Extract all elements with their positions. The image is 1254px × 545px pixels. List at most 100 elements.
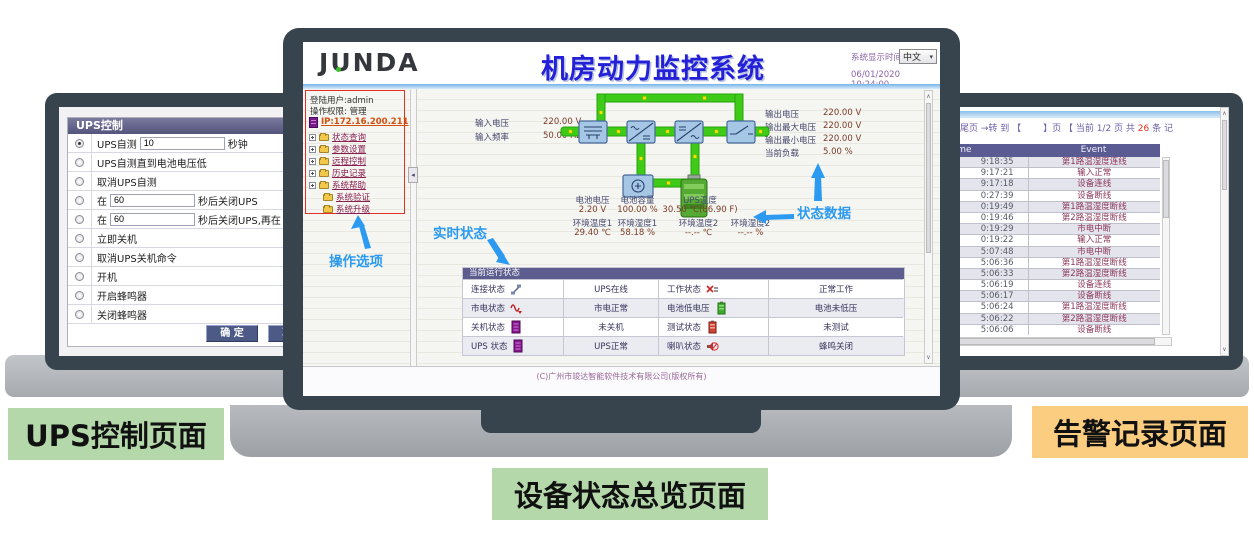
reading-label: 电池容量 <box>620 196 655 206</box>
header-divider-bar <box>303 84 940 89</box>
folder-icon <box>323 192 333 201</box>
table-row: 关机状态 未关机 测试状态 未测试 <box>463 317 904 336</box>
reading-label: 当前负载 <box>765 149 800 159</box>
sidebar-collapse-button[interactable] <box>408 167 418 183</box>
sidebar-item-system-upgrade[interactable]: 系统升级 <box>323 204 370 215</box>
radio-button[interactable] <box>75 271 84 281</box>
radio-button[interactable] <box>75 252 84 262</box>
record-count: 26 <box>1137 124 1150 134</box>
ip-address-link[interactable]: IP:172.16.200.211 <box>309 116 409 128</box>
ups-option-row[interactable]: 取消UPS关机命令 <box>68 248 312 267</box>
scrollbar-thumb[interactable] <box>1222 120 1227 190</box>
scrollbar-thumb[interactable] <box>959 338 1155 345</box>
ups-option-row[interactable]: 立即关机 <box>68 229 312 248</box>
radio-button[interactable] <box>75 233 84 243</box>
expand-icon[interactable] <box>309 169 316 177</box>
page-vertical-scrollbar[interactable]: ∧ ∨ <box>1220 107 1229 356</box>
status-table-title: 当前运行状态 <box>463 268 904 279</box>
language-select[interactable]: 中文 ▾ <box>899 49 937 64</box>
reading-value: 2.20 V <box>578 205 607 215</box>
expand-icon[interactable] <box>309 181 316 189</box>
ups-control-panel: UPS控制 UPS自测 秒钟 UPS自测直到电池电压低 取消UPS自测 在 秒后 <box>67 117 316 347</box>
reading-label: 环境湿度2 <box>730 219 771 229</box>
sidebar-item-remote-control[interactable]: 远程控制 <box>309 156 366 167</box>
radio-button[interactable] <box>75 138 84 148</box>
sidebar-item-system-help[interactable]: 系统帮助 <box>309 180 366 191</box>
reading-label: 环境湿度1 <box>617 219 658 229</box>
radio-button[interactable] <box>75 157 84 167</box>
selftest-seconds-input[interactable] <box>139 136 225 150</box>
radio-button[interactable] <box>75 214 84 224</box>
overview-screen: JUNDA 机房动力监控系统 系统显示时间 06/01/2020 10:24:0… <box>303 42 940 396</box>
ups-control-screen: UPS控制 UPS自测 秒钟 UPS自测直到电池电压低 取消UPS自测 在 秒后 <box>59 107 316 356</box>
shutdown-restart-seconds-input[interactable] <box>110 212 195 226</box>
pagination-bar[interactable]: 尾页 →转 到 【】页 【 当前 1/2 页 共 26 条 记 <box>960 124 1173 134</box>
scroll-up-icon[interactable]: ∧ <box>926 93 931 100</box>
chevron-down-icon: ▾ <box>929 52 933 61</box>
ups-option-row[interactable]: 在 秒后关闭UPS <box>68 191 312 210</box>
ups-flow-diagram <box>560 93 770 218</box>
reading-value: 58.18 % <box>619 228 656 238</box>
content-vertical-scrollbar[interactable]: ∧ ∨ <box>924 90 933 364</box>
ups-option-row[interactable]: 开启蜂鸣器 <box>68 286 312 305</box>
annotation-status-data: 状态数据 <box>797 206 851 222</box>
folder-icon <box>319 180 329 189</box>
reading-label: 输出最小电压 <box>765 136 817 146</box>
ups-option-row[interactable]: 在 秒后关闭UPS,再在 <box>68 210 312 229</box>
reading-value: --.-- % <box>737 228 764 238</box>
radio-button[interactable] <box>75 309 84 319</box>
ups-option-row[interactable]: 开机 <box>68 267 312 286</box>
folder-icon <box>323 204 333 213</box>
page-title: 机房动力监控系统 <box>541 54 765 85</box>
reading-label: 环境温度2 <box>678 219 719 229</box>
ok-button[interactable]: 确 定 <box>206 325 258 342</box>
scrollbar-thumb[interactable] <box>1163 160 1169 218</box>
sidebar-item-system-verify[interactable]: 系统验证 <box>323 192 370 203</box>
expand-icon[interactable] <box>309 157 316 165</box>
reading-value: --.-- ℃ <box>684 228 713 238</box>
radio-button[interactable] <box>75 290 84 300</box>
ups-option-row[interactable]: UPS自测 秒钟 <box>68 134 312 153</box>
ups-option-row[interactable]: UPS自测直到电池电压低 <box>68 153 312 172</box>
scrollbar-thumb[interactable] <box>926 103 931 253</box>
scroll-down-icon[interactable]: ∨ <box>926 354 931 361</box>
shutdown-seconds-input[interactable] <box>110 193 195 207</box>
switch-box-icon <box>726 120 756 144</box>
expand-icon[interactable] <box>309 145 316 153</box>
table-vertical-scrollbar[interactable] <box>1162 157 1170 335</box>
battery-red-icon <box>708 320 717 334</box>
reading-label: 输入频率 <box>475 133 510 143</box>
ups-option-row[interactable]: 取消UPS自测 <box>68 172 312 191</box>
reading-label: 环境温度1 <box>572 219 613 229</box>
scroll-down-icon[interactable]: ∨ <box>1222 346 1227 353</box>
page-header: JUNDA 机房动力监控系统 系统显示时间 06/01/2020 10:24:0… <box>303 42 940 90</box>
folder-icon <box>319 168 329 177</box>
sidebar-item-history[interactable]: 历史记录 <box>309 168 366 179</box>
expand-icon[interactable] <box>309 133 316 141</box>
copyright-footer: (C)广州市竣达智能软件技术有限公司(版权所有) <box>303 366 940 396</box>
sidebar-item-status-query[interactable]: 状态查询 <box>309 132 366 143</box>
flow-dots <box>568 96 763 185</box>
filter-box-icon <box>578 120 608 144</box>
caption-alarm-records-page: 告警记录页面 <box>1032 406 1248 458</box>
radio-button[interactable] <box>75 176 84 186</box>
reading-value: 5.00 % <box>823 147 853 157</box>
ups-option-row[interactable]: 关闭蜂鸣器 <box>68 305 312 324</box>
time-column-header: Time <box>949 145 972 155</box>
top-divider-bar <box>894 111 1229 118</box>
scroll-up-icon[interactable]: ∧ <box>1222 110 1227 117</box>
reading-value: 220.00 V <box>823 121 862 131</box>
system-time-label: 系统显示时间 <box>851 53 903 63</box>
radio-button[interactable] <box>75 195 84 205</box>
sidebar-item-parameter-settings[interactable]: 参数设置 <box>309 144 366 155</box>
annotation-operation-options: 操作选项 <box>329 254 383 270</box>
